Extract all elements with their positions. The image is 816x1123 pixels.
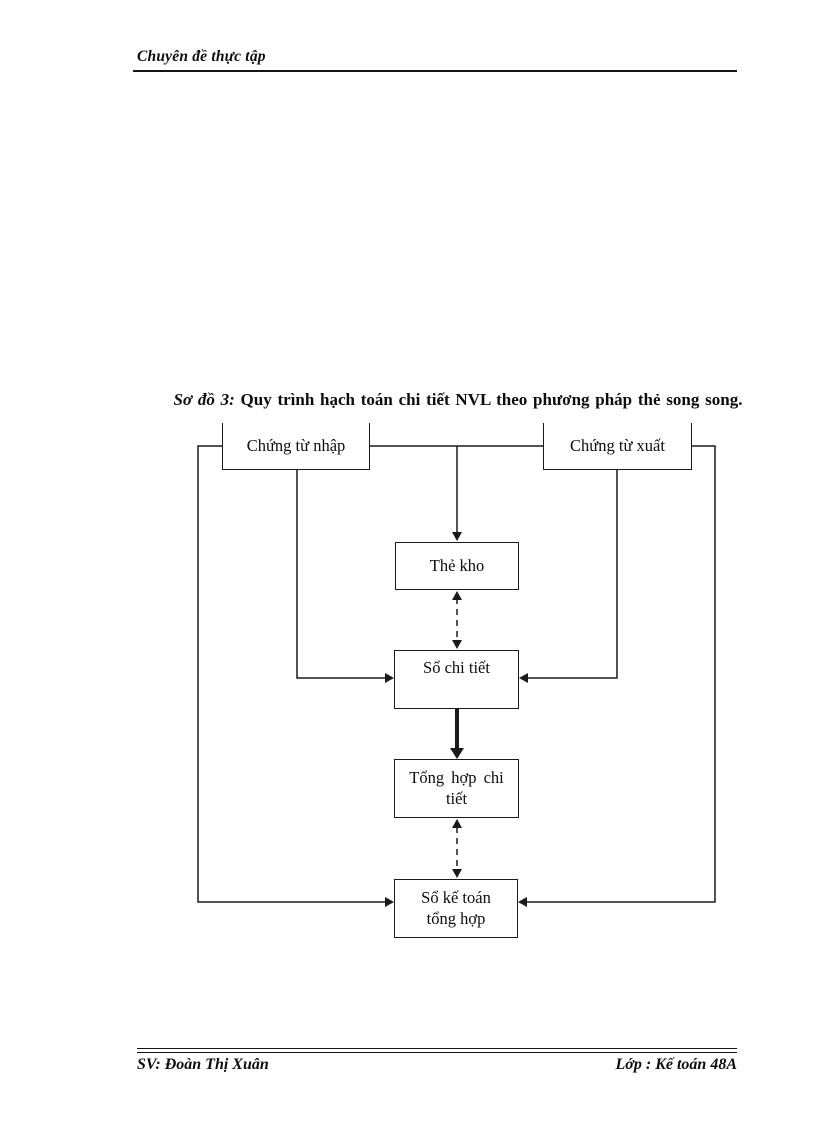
box-chung-tu-xuat-label: Chứng từ xuất [570,435,665,455]
footer-student-name: SV: Đoàn Thị Xuân [137,1056,269,1073]
box-tong-hop-chi-tiet-line2: tiết [445,788,468,808]
connector-inner-left [296,470,386,679]
connector-inner-right [527,470,618,679]
arrowhead-down-dashed1 [452,640,462,649]
box-so-chi-tiet: Sổ chi tiết [394,650,519,709]
arrowhead-thick-down [450,748,464,759]
arrowhead-left-so-ke-toan [518,897,527,907]
box-the-kho: Thẻ kho [395,542,519,590]
footer-class-name: Lớp : Kế toán 48A [615,1056,737,1073]
connector-outer-right [527,445,716,903]
box-tong-hop-chi-tiet-line1: Tổng hợp chi [409,768,504,788]
box-so-ke-toan-tong-hop-line1: Sổ kế toán [421,888,491,908]
box-so-ke-toan-tong-hop-line2: tổng hợp [426,908,486,928]
box-so-chi-tiet-label: Sổ chi tiết [423,658,490,677]
arrowhead-down-the-kho [452,532,462,541]
box-chung-tu-xuat: Chứng từ xuất [543,423,692,470]
connector-outer-left [197,445,386,903]
arrowhead-right-so-ke-toan [385,897,394,907]
box-so-ke-toan-tong-hop: Sổ kế toán tổng hợp [394,879,518,938]
header-title: Chuyên đề thực tập [137,48,266,65]
box-tong-hop-chi-tiet: Tổng hợp chi tiết [394,759,519,818]
diagram-caption: Sơ đồ 3: Quy trình hạch toán chi tiết NV… [140,390,776,410]
arrowhead-up-dashed1 [452,591,462,600]
arrowhead-left-so-chi-tiet [519,673,528,683]
arrowhead-down-dashed2 [452,869,462,878]
box-the-kho-label: Thẻ kho [429,555,485,575]
footer-rule [137,1048,737,1053]
diagram-caption-text: Quy trình hạch toán chi tiết NVL theo ph… [240,390,743,409]
arrowhead-right-so-chi-tiet [385,673,394,683]
arrowhead-up-dashed2 [452,819,462,828]
box-chung-tu-nhap-label: Chứng từ nhập [246,435,346,455]
box-chung-tu-nhap: Chứng từ nhập [222,423,370,470]
diagram-caption-number: Sơ đồ 3: [173,390,235,409]
header-rule [133,70,737,72]
